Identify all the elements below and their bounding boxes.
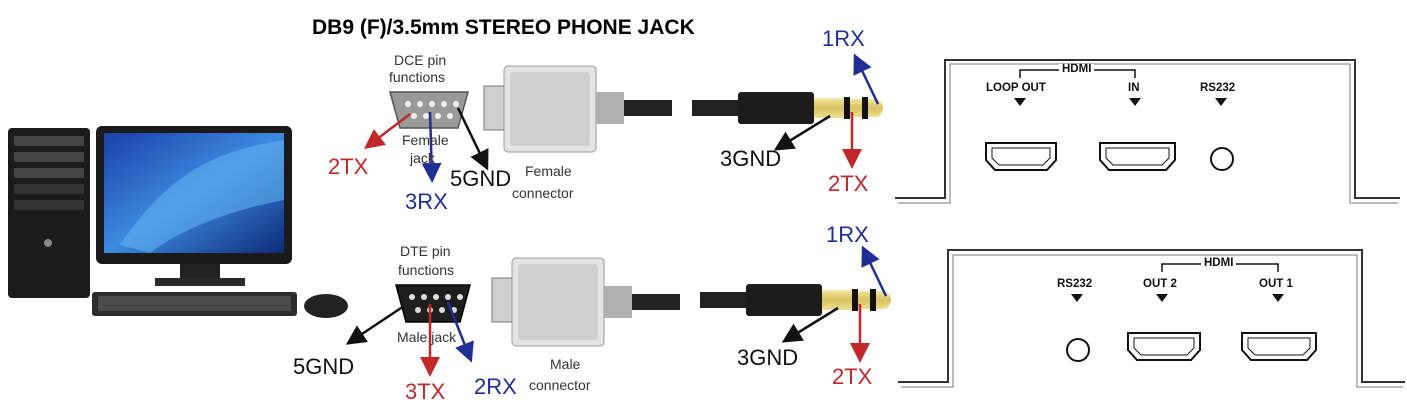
- female-jack-label-line2: jack: [410, 150, 435, 166]
- male-connector-label-line1: Male: [550, 356, 581, 372]
- bottom-phone-3gnd-label: 3GND: [737, 345, 799, 370]
- bottom-port-out2: OUT 2: [1143, 278, 1177, 290]
- computer-illustration: [8, 126, 348, 318]
- top-phone-1rx-label: 1RX: [822, 26, 865, 51]
- db9-male-connector: [491, 257, 680, 347]
- db9-female-connector: [483, 65, 672, 153]
- male-jack-label: Male jack: [397, 329, 457, 345]
- bottom-db9-2rx-label: 2RX: [474, 374, 517, 399]
- bottom-port-out1: OUT 1: [1259, 278, 1293, 290]
- mouse: [304, 294, 348, 318]
- male-connector-label-line2: connector: [529, 377, 591, 393]
- top-db9-2tx-label: 2TX: [328, 154, 369, 179]
- phone-plug-bottom: [700, 284, 891, 316]
- db9-female-pin-face: [389, 91, 469, 129]
- bottom-hdmi-group-label: HDMI: [1201, 257, 1237, 270]
- top-phone-2tx-label: 2TX: [828, 171, 869, 196]
- top-db9-3rx-label: 3RX: [405, 189, 448, 214]
- top-phone-3gnd-label: 3GND: [720, 146, 782, 171]
- bottom-phone-1rx-label: 1RX: [826, 222, 869, 247]
- hdmi-device-top: [895, 59, 1400, 204]
- dce-pin-title-line2: functions: [389, 69, 446, 85]
- top-port-loop-out: LOOP OUT: [986, 82, 1046, 94]
- dte-pin-title-line2: functions: [398, 262, 455, 278]
- bottom-phone-2tx-label: 2TX: [832, 364, 873, 389]
- phone-plug-top: [692, 92, 883, 124]
- top-port-in: IN: [1128, 82, 1140, 94]
- dte-pin-title-line1: DTE pin: [400, 243, 451, 259]
- top-port-rs232: RS232: [1200, 82, 1236, 94]
- top-db9-5gnd-label: 5GND: [450, 166, 512, 191]
- hdmi-device-bottom: [898, 249, 1405, 388]
- diagram-title: DB9 (F)/3.5mm STEREO PHONE JACK: [312, 16, 695, 39]
- bottom-db9-5gnd-label: 5GND: [293, 354, 355, 379]
- bottom-port-rs232: RS232: [1057, 278, 1093, 290]
- female-connector-label-line2: connector: [512, 185, 574, 201]
- dce-pin-title-line1: DCE pin: [394, 52, 447, 68]
- female-jack-label-line1: Female: [402, 132, 449, 148]
- db9-male-pin-face: [395, 284, 471, 323]
- top-hdmi-group-label: HDMI: [1059, 63, 1095, 76]
- female-connector-label-line1: Female: [525, 163, 572, 179]
- bottom-db9-3tx-label: 3TX: [405, 379, 446, 404]
